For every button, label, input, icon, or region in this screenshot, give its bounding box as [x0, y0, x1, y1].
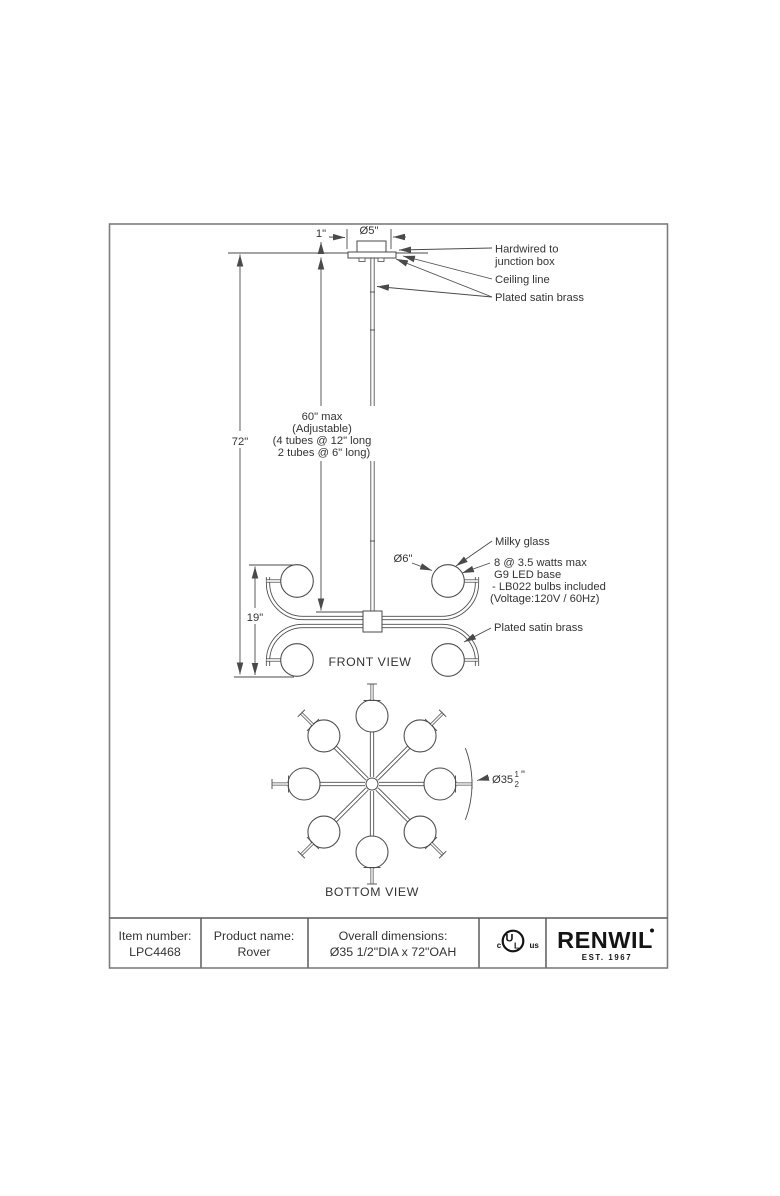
annotation-milky-glass: Milky glass	[495, 536, 550, 548]
arm-top-left-inner	[266, 577, 363, 620]
annotation-hardwired-line1: Hardwired to	[495, 244, 558, 256]
leader-ceiling	[402, 255, 493, 280]
leader-milky-glass	[455, 540, 493, 567]
radial-arm-southeast	[375, 787, 447, 859]
footer-table: Item number: LPC4468 Product name: Rover…	[109, 917, 668, 968]
radial-arm-southwest	[297, 787, 369, 859]
center-hub-bottom	[365, 777, 379, 791]
glass-globe	[355, 699, 389, 733]
annotation-hardwired-line2: junction box	[494, 256, 555, 268]
annotation-brass-top: Plated satin brass	[495, 292, 584, 304]
leader-brass-rod	[376, 284, 493, 298]
radial-arm-northeast	[375, 709, 447, 781]
dim-diameter-arc	[464, 748, 473, 820]
overall-dimensions-value: Ø35 1/2"DIA x 72"OAH	[330, 945, 457, 959]
leader-bulbs	[461, 562, 491, 574]
canopy-plate	[347, 251, 397, 259]
bottom-view-title: BOTTOM VIEW	[325, 885, 419, 899]
junction-box	[356, 240, 387, 253]
label-bg	[268, 406, 376, 461]
note-60-line3: (4 tubes @ 12" long	[273, 435, 372, 447]
glass-globe	[280, 643, 314, 677]
glass-globe	[431, 564, 465, 598]
radial-arm-east	[379, 767, 473, 801]
leader-hardwired	[398, 246, 493, 254]
center-hub	[362, 610, 383, 633]
dim-5-label: Ø5"	[360, 225, 379, 237]
canopy-screw	[358, 257, 366, 262]
note-60-line1: 60" max	[302, 411, 343, 423]
leader-dim-6	[411, 562, 433, 571]
front-view: 72" 19" 1" Ø5" Ø6" 60" max (Adjustable) …	[227, 225, 606, 678]
label-bg	[227, 431, 253, 448]
radial-arm-south	[355, 791, 389, 885]
annotation-bulbs-line1: 8 @ 3.5 watts max	[494, 557, 587, 569]
drawing-border	[108, 223, 669, 969]
brand-established: EST. 1967	[582, 953, 632, 962]
arm-top-right-inner	[382, 577, 479, 620]
label-bg	[241, 608, 268, 624]
dim-1-label: 1"	[316, 228, 326, 240]
dim-72-label: 72"	[232, 436, 248, 448]
dim-diameter-prefix: Ø35	[492, 774, 513, 786]
leader-brass-arm	[463, 627, 492, 643]
note-60-line2: (Adjustable)	[292, 423, 352, 435]
annotation-brass-bottom: Plated satin brass	[494, 622, 583, 634]
dim-diameter-numerator: 1	[515, 770, 520, 779]
item-number-label: Item number:	[119, 929, 192, 943]
leader-brass-canopy	[395, 258, 493, 298]
glass-globe	[280, 564, 314, 598]
ul-circle	[501, 929, 525, 953]
arm-bottom-left-inner	[266, 624, 363, 666]
ul-letter-u: U	[506, 933, 514, 945]
item-number-value: LPC4468	[129, 945, 181, 959]
registered-dot-icon	[650, 928, 654, 933]
glass-globe	[423, 767, 457, 801]
dim-diameter-denominator: 2	[515, 780, 520, 789]
note-60-line4: 2 tubes @ 6" long)	[278, 447, 371, 459]
dim-6-label: Ø6"	[394, 553, 413, 565]
canopy-screw	[377, 257, 385, 262]
ul-listed-icon: U L c us	[497, 929, 540, 953]
dim-diameter-quote: "	[521, 769, 525, 781]
annotation-bulbs-line4: (Voltage:120V / 60Hz)	[490, 593, 600, 605]
radial-arm-northwest	[297, 709, 369, 781]
dim-1-arrow	[328, 233, 346, 241]
ul-letter-c: c	[497, 941, 502, 950]
product-name-label: Product name:	[214, 929, 295, 943]
ul-letter-l: L	[514, 941, 519, 951]
radial-arm-west	[271, 767, 365, 801]
product-name-value: Rover	[237, 945, 270, 959]
dim-diameter-arrow	[476, 774, 490, 781]
annotation-bulbs-line2: G9 LED base	[494, 569, 561, 581]
glass-globe	[431, 643, 465, 677]
dim-19-label: 19"	[247, 612, 263, 624]
radial-arm-north	[355, 683, 389, 777]
glass-globe	[355, 835, 389, 869]
annotation-ceiling-line: Ceiling line	[495, 274, 550, 286]
brand-name: RENWIL	[557, 927, 653, 953]
renwil-logo: RENWIL EST. 1967	[557, 927, 654, 962]
bottom-view: Ø35 1 2 " BOTTOM VIEW	[271, 683, 525, 899]
glass-globe	[287, 767, 321, 801]
annotation-bulbs-line3: - LB022 bulbs included	[492, 581, 606, 593]
overall-dimensions-label: Overall dimensions:	[339, 929, 448, 943]
front-view-title: FRONT VIEW	[329, 655, 412, 669]
ul-letters-us: us	[530, 941, 540, 950]
